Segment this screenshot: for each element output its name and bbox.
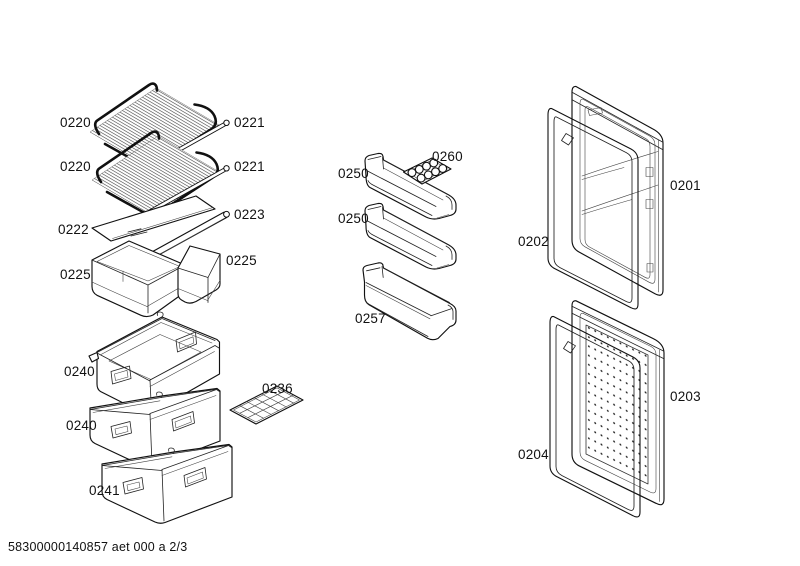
crisper-box-left [91, 240, 186, 318]
part-label-freezer-drawer-top: 0240 [64, 364, 95, 379]
fridge-door-gasket [547, 107, 639, 310]
part-label-door-shelf-bottom: 0257 [355, 311, 386, 326]
part-label-fridge-door-gasket: 0202 [518, 234, 549, 249]
glass-shelf-trim [144, 210, 230, 261]
part-label-crisper-right: 0225 [226, 253, 257, 268]
glass-shelf [91, 195, 216, 242]
part-label-crisper-left: 0225 [60, 267, 91, 282]
ice-cube-tray [229, 385, 304, 425]
freezer-door [571, 300, 665, 506]
part-label-glass-shelf: 0222 [58, 222, 89, 237]
part-label-wire-shelf-second: 0220 [60, 159, 91, 174]
part-label-shelf-rail-top: 0221 [234, 115, 265, 130]
part-label-ice-cube-tray: 0236 [262, 381, 293, 396]
part-label-shelf-rail-second: 0221 [234, 159, 265, 174]
part-label-door-shelf-middle: 0250 [338, 211, 369, 226]
fridge-door [571, 85, 664, 296]
part-label-egg-tray: 0260 [432, 149, 463, 164]
egg-tray [402, 157, 452, 185]
part-label-wire-shelf-top: 0220 [60, 115, 91, 130]
part-label-freezer-drawer-middle: 0240 [66, 418, 97, 433]
part-label-door-shelf-upper: 0250 [338, 166, 369, 181]
part-label-freezer-door-gasket: 0204 [518, 447, 549, 462]
crisper-box-right [177, 245, 221, 304]
part-label-glass-shelf-trim: 0223 [234, 207, 265, 222]
part-label-freezer-door: 0203 [670, 389, 701, 404]
part-label-freezer-drawer-bottom: 0241 [89, 483, 120, 498]
document-number: 58300000140857 aet 000 a 2/3 [8, 540, 188, 554]
part-label-fridge-door: 0201 [670, 178, 701, 193]
door-shelf-bottom [362, 262, 457, 341]
freezer-door-gasket [549, 315, 641, 518]
